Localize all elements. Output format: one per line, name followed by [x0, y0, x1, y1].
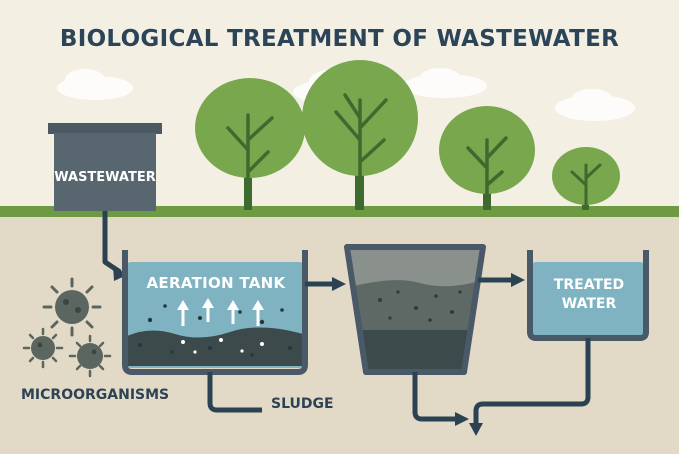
sludge-label: SLUDGE [271, 396, 334, 412]
treated-water-label-line1: TREATED [553, 277, 625, 293]
arrow-icon [332, 277, 346, 291]
bubble-icon [138, 304, 292, 357]
arrow-icon [113, 265, 127, 281]
treated-water-label-line2: WATER [561, 296, 617, 312]
diagram-title: BIOLOGICAL TREATMENT OF WASTEWATER [59, 26, 620, 52]
cloud-icon [403, 68, 487, 98]
microorganism-icon [68, 334, 112, 378]
outlet-pipe [412, 372, 458, 422]
microorganisms-label: MICROORGANISMS [21, 387, 170, 403]
arrow-icon [455, 412, 469, 426]
tree-icon [439, 106, 535, 210]
tree-icon [195, 78, 305, 210]
cloud-icon [57, 69, 133, 100]
arrow-icon [511, 273, 525, 287]
sludge-pipe [207, 372, 262, 413]
microorganism-icon [42, 277, 102, 337]
aeration-tank-label: AERATION TANK [146, 274, 286, 292]
wastewater-label: WASTEWATER [54, 170, 156, 185]
cloud-icon [555, 89, 635, 121]
arrow-icon [469, 423, 483, 436]
treated-water-label: TREATED WATER [533, 276, 645, 314]
tree-icon [552, 147, 620, 210]
bubble-icon [378, 290, 462, 322]
bubble-icon [181, 338, 264, 354]
tree-icon [302, 60, 418, 210]
grass-strip [0, 206, 679, 217]
return-pipe [473, 338, 591, 425]
microorganism-icon [22, 327, 64, 369]
wastewater-reservoir [48, 123, 162, 211]
aeration-tank [122, 250, 308, 375]
settling-tank [344, 244, 486, 375]
arrow-icon [177, 298, 264, 326]
